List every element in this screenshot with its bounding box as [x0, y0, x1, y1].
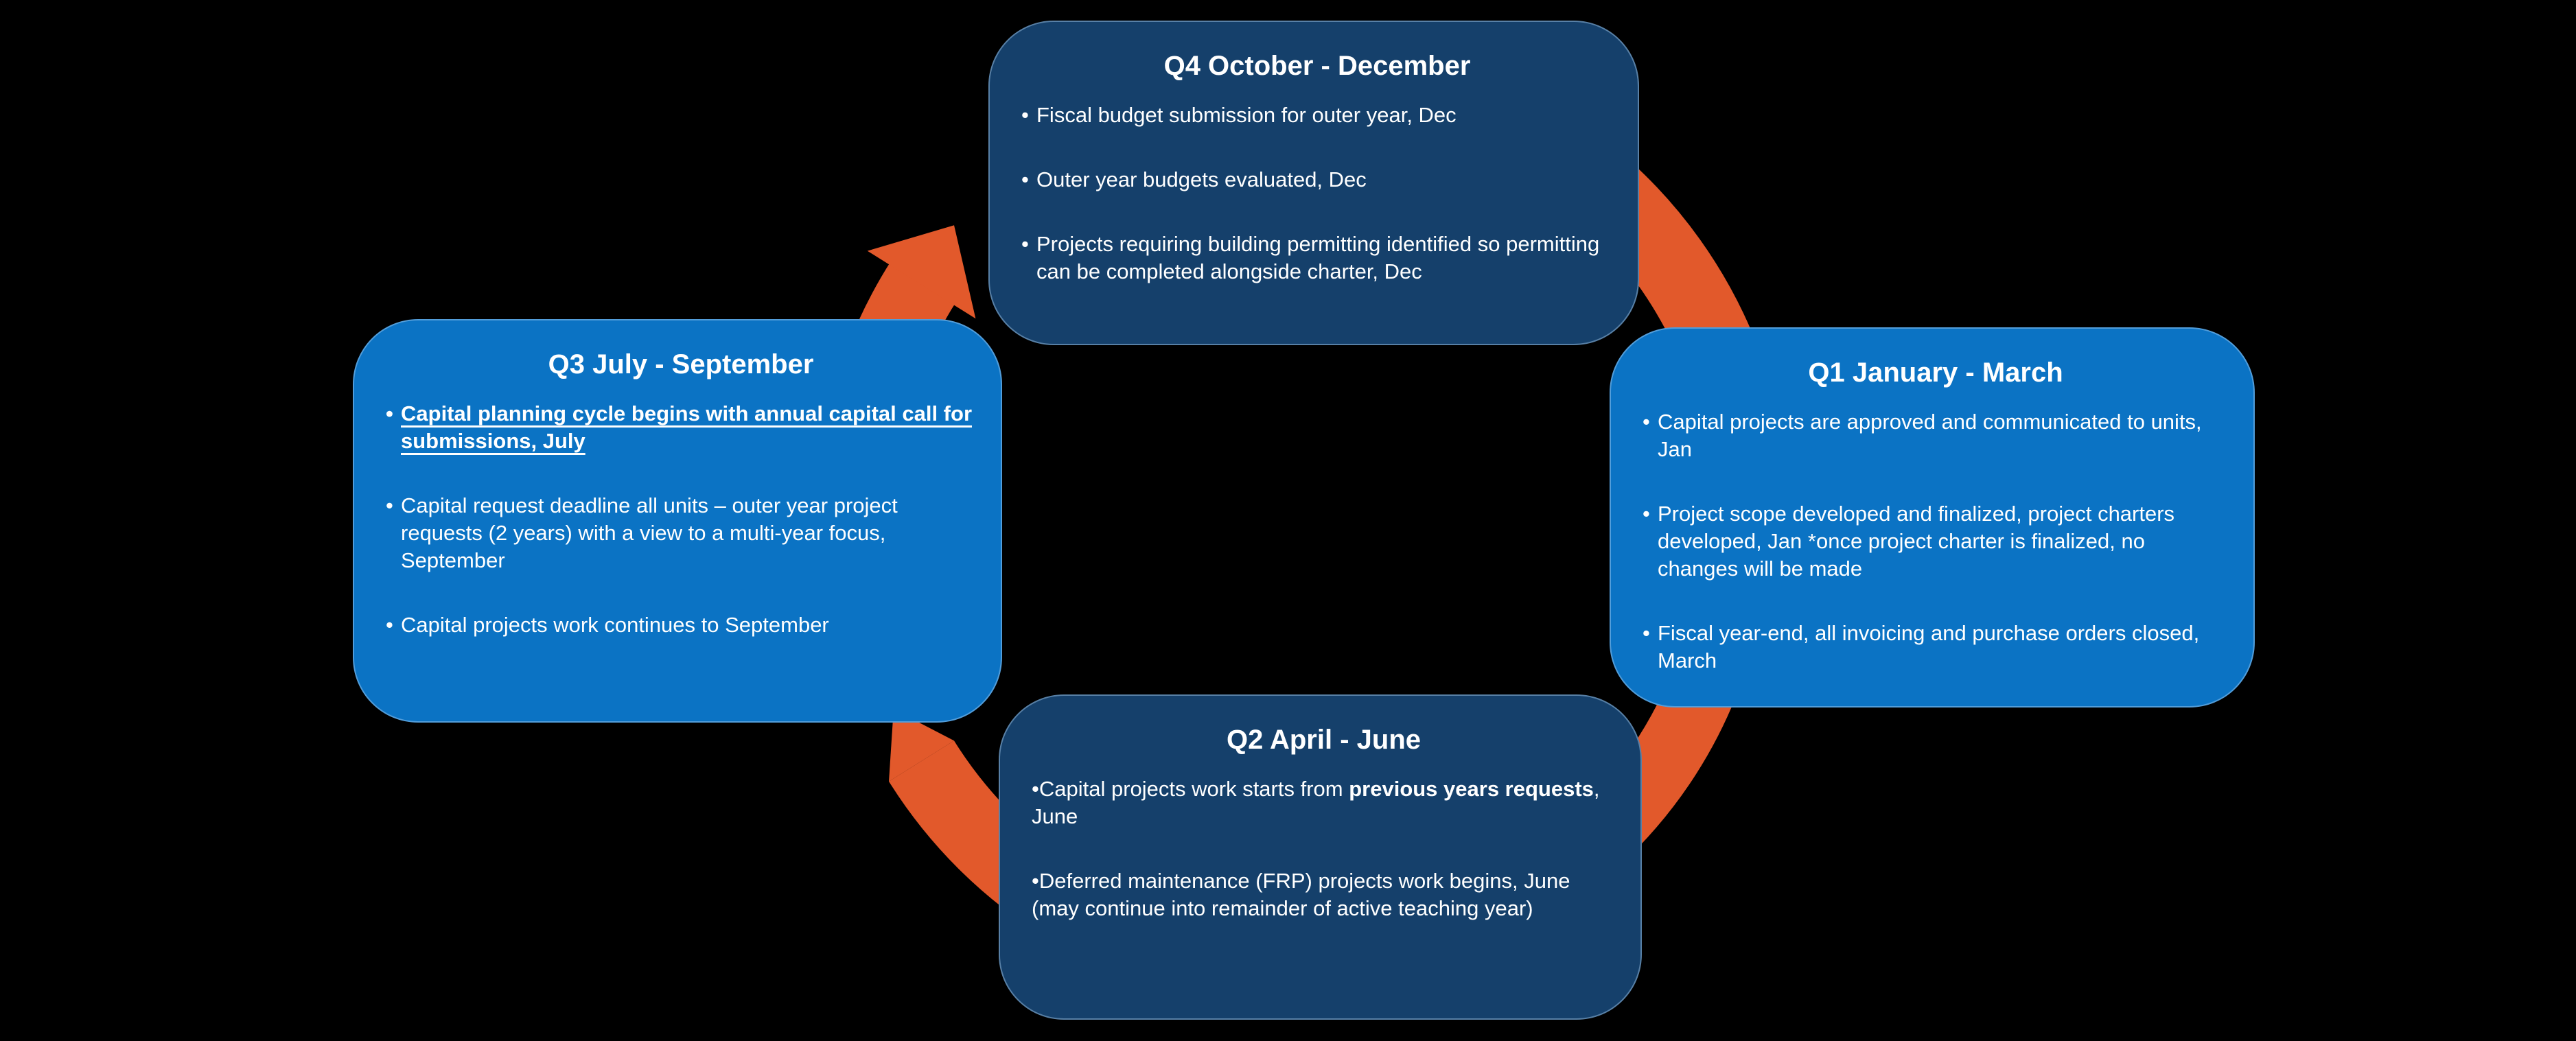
bullet-text: Deferred maintenance (FRP) projects work…	[1032, 868, 1570, 920]
bullet-item: • Capital projects are approved and commu…	[1643, 408, 2229, 463]
bullet-dot: •	[1643, 620, 1650, 645]
bullet-text: Fiscal year-end, all invoicing and purch…	[1658, 620, 2200, 672]
bullet-list: •Capital projects work starts from previ…	[1032, 775, 1616, 922]
bullet-list: • Capital projects are approved and commu…	[1643, 408, 2229, 675]
bullet-dot: •	[1643, 410, 1650, 434]
bullet-item: • Capital planning cycle begins with annu…	[386, 400, 976, 455]
bullet-item: •Deferred maintenance (FRP) projects wor…	[1032, 867, 1616, 922]
bullet-list: • Fiscal budget submission for outer year…	[1021, 102, 1613, 285]
bullet-text: Capital projects work continues to Septe…	[401, 612, 829, 637]
bullet-dot: •	[1021, 103, 1029, 127]
cycle-box-q2-april-june: Q2 April - June •Capital projects work s…	[999, 694, 1642, 1020]
bullet-dot: •	[1021, 167, 1029, 191]
box-title: Q3 July - September	[548, 349, 814, 379]
cycle-box-q4-october-december: Q4 October - December • Fiscal budget sub…	[988, 21, 1639, 345]
bullet-text: Projects requiring building permitting i…	[1036, 231, 1600, 283]
bullet-item: •Capital projects work starts from previ…	[1032, 775, 1616, 830]
bullet-item: • Capital projects work continues to Sept…	[386, 611, 976, 639]
bullet-text: Capital request deadline all units – out…	[401, 493, 898, 572]
bullet-item: • Project scope developed and finalized, …	[1643, 500, 2229, 583]
bullet-list: • Capital planning cycle begins with annu…	[386, 400, 976, 639]
bullet-dot: •	[386, 401, 393, 425]
bullet-text: Project scope developed and finalized, p…	[1658, 501, 2175, 581]
bullet-text: Fiscal budget submission for outer year,…	[1036, 103, 1457, 127]
bullet-item: • Capital request deadline all units – ou…	[386, 492, 976, 574]
bullet-dot: •	[1021, 231, 1029, 256]
bullet-text: Capital planning cycle begins with annua…	[401, 401, 973, 453]
bullet-item: • Fiscal budget submission for outer year…	[1021, 102, 1613, 129]
bullet-dot: •	[1032, 868, 1039, 893]
bullet-item: • Outer year budgets evaluated, Dec	[1021, 166, 1613, 194]
bullet-text: Outer year budgets evaluated, Dec	[1036, 167, 1367, 191]
bullet-item: • Projects requiring building permitting …	[1021, 231, 1613, 285]
bullet-dot: •	[386, 493, 393, 517]
box-title: Q2 April - June	[1226, 725, 1421, 755]
bullet-dot: •	[1032, 777, 1039, 801]
bullet-dot: •	[386, 612, 393, 637]
bullet-text: Capital projects are approved and commun…	[1658, 410, 2202, 461]
box-title: Q1 January - March	[1808, 358, 2063, 388]
bullet-text: Capital projects work starts from previo…	[1032, 777, 1600, 828]
cycle-box-q1-january-march: Q1 January - March • Capital projects are…	[1610, 327, 2255, 707]
box-title: Q4 October - December	[1163, 51, 1471, 81]
bullet-item: • Fiscal year-end, all invoicing and purc…	[1643, 620, 2229, 675]
cycle-box-q3-july-september: Q3 July - September • Capital planning cy…	[353, 319, 1002, 723]
bullet-dot: •	[1643, 501, 1650, 526]
